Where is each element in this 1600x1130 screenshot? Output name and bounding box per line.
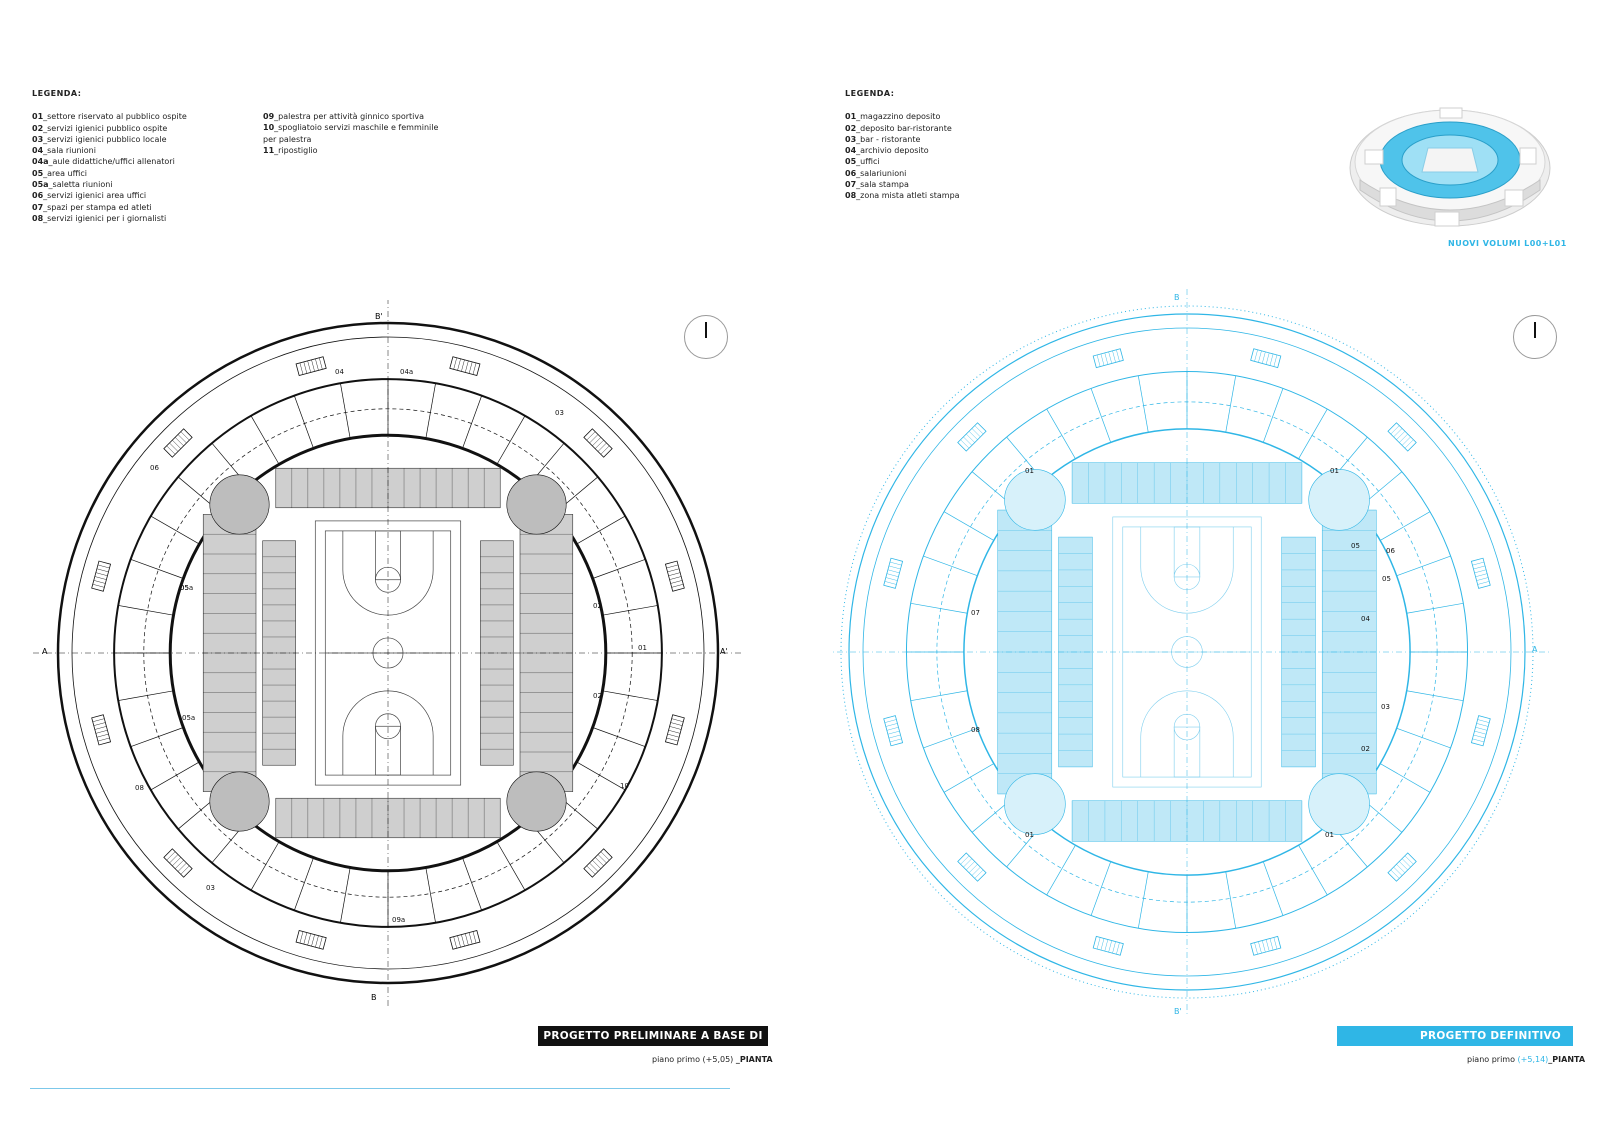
plan-subtitle: piano primo (+5,14)_PIANTA <box>1467 1055 1586 1064</box>
legend-item: 10_spogliatoio servizi maschile e femmin… <box>263 123 439 144</box>
legend-item: 02_servizi igienici pubblico ospite <box>32 123 168 133</box>
room-label: 02 <box>1361 745 1370 753</box>
legend-item: 03_bar - ristorante <box>845 134 921 144</box>
room-label: 07 <box>971 609 980 617</box>
legend-item: 08_servizi igienici per i giornalisti <box>32 213 167 223</box>
room-label: 05 <box>180 584 189 592</box>
room-label: 03 <box>206 884 215 892</box>
legend-item: 09_palestra per attività ginnico sportiv… <box>263 112 424 121</box>
axis-label: A' <box>720 647 728 656</box>
legend-left-col2: 09_palestra per attività ginnico sportiv… <box>263 111 453 156</box>
legend-item: 03_servizi igienici pubblico locale <box>32 134 167 144</box>
north-arrow-icon <box>1513 315 1557 359</box>
room-label: 05a <box>180 584 193 592</box>
legend-title: LEGENDA: <box>845 89 895 98</box>
plan-title-preliminary: PROGETTO PRELIMINARE A BASE DI GARA <box>538 1026 768 1062</box>
legend-item: 05_area uffici <box>32 168 87 178</box>
room-label: 10 <box>620 782 629 790</box>
room-label: 01 <box>1025 467 1034 475</box>
legend-title: LEGENDA: <box>32 89 82 98</box>
legend-item: 06_servizi igienici area uffici <box>32 191 147 201</box>
room-label: 08 <box>971 726 980 734</box>
plan-title-definitive: PROGETTO DEFINITIVO <box>1337 1026 1573 1046</box>
room-label: 03 <box>1381 703 1390 711</box>
room-label: 04a <box>400 368 413 376</box>
axis-label: B <box>371 993 377 1002</box>
legend-item: 11_ripostiglio <box>263 145 318 155</box>
room-label: 02 <box>593 602 602 610</box>
legend-item: 02_deposito bar-ristorante <box>845 123 952 133</box>
room-label: 06 <box>1386 547 1395 555</box>
room-label: 08 <box>135 784 144 792</box>
legend-item: 07_spazi per stampa ed atleti <box>32 202 152 212</box>
axis-label: A <box>42 647 48 656</box>
room-label: 03 <box>555 409 564 417</box>
3d-render-image <box>1349 107 1551 227</box>
room-label: 02 <box>593 692 602 700</box>
divider <box>30 1088 730 1089</box>
room-label: 01 <box>638 644 647 652</box>
room-label: 04 <box>335 368 344 376</box>
legend-item: 04a_aule didattiche/uffici allenatori <box>32 157 175 167</box>
legend-item: 07_sala stampa <box>845 180 909 190</box>
legend-left: LEGENDA: 01_settore riservato al pubblic… <box>32 88 187 224</box>
room-label: 01 <box>1025 831 1034 839</box>
legend-item: 08_zona mista atleti stampa <box>845 191 960 201</box>
room-label: 04 <box>1361 615 1370 623</box>
legend-item: 05_uffici <box>845 157 880 167</box>
room-label: 01 <box>1330 467 1339 475</box>
legend-item: 01_settore riservato al pubblico ospite <box>32 112 187 122</box>
render-caption: NUOVI VOLUMI L00+L01 <box>1448 239 1567 248</box>
axis-label: B <box>1174 293 1180 302</box>
plan-subtitle: piano primo (+5,05) _PIANTA <box>652 1055 773 1064</box>
axis-label: A <box>1532 645 1538 654</box>
room-label: 09a <box>392 916 405 924</box>
room-label: 05 <box>1351 542 1360 550</box>
axis-label: B' <box>1174 1007 1182 1016</box>
legend-item: 06_salariunioni <box>845 168 907 178</box>
legend-item: 01_magazzino deposito <box>845 112 941 122</box>
legend-item: 05a_saletta riunioni <box>32 180 113 190</box>
room-label: 05 <box>1382 575 1391 583</box>
room-label: 01 <box>1325 831 1334 839</box>
legend-item: 04_archivio deposito <box>845 146 929 156</box>
room-label: 05a <box>182 714 195 722</box>
north-arrow-icon <box>684 315 728 359</box>
axis-label: B' <box>375 312 383 321</box>
legend-item: 04_sala riunioni <box>32 146 96 156</box>
room-label: 06 <box>150 464 159 472</box>
